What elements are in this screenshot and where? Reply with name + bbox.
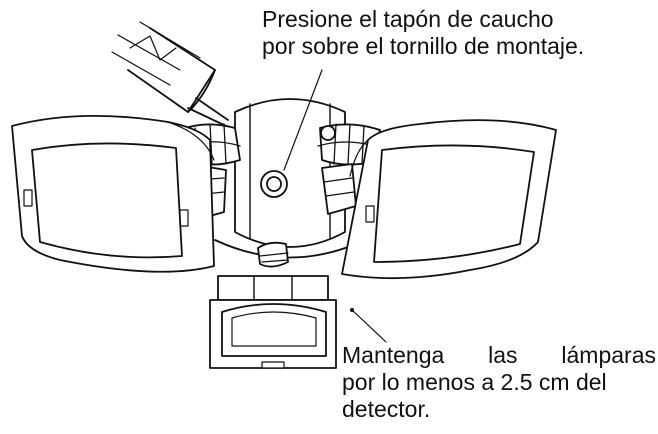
rubber-cap-caption: Presione el tapón de caucho por sobre el… [262, 6, 584, 60]
cap-leader-line [283, 69, 323, 171]
lamp-clearance-caption-line-2: por lo menos a 2.5 cm del [342, 369, 607, 395]
lamp-clearance-caption: Mantenga las lámparas por lo menos a 2.5… [342, 342, 656, 423]
press-tool [111, 21, 229, 127]
right-lamp [341, 119, 557, 280]
lamp-clearance-caption-line-1: Mantenga las lámparas [342, 342, 656, 368]
lamp-clearance-caption-line-3: detector. [342, 396, 431, 422]
clearance-leader [350, 308, 387, 343]
left-lamp [11, 114, 215, 273]
mounting-base [214, 98, 366, 259]
rubber-cap-caption-line-2: por sobre el tornillo de montaje. [262, 33, 585, 59]
rubber-cap [260, 170, 288, 198]
detector-neck [257, 241, 289, 268]
rubber-cap-caption-line-1: Presione el tapón de caucho [262, 6, 554, 32]
motion-detector [209, 275, 337, 369]
